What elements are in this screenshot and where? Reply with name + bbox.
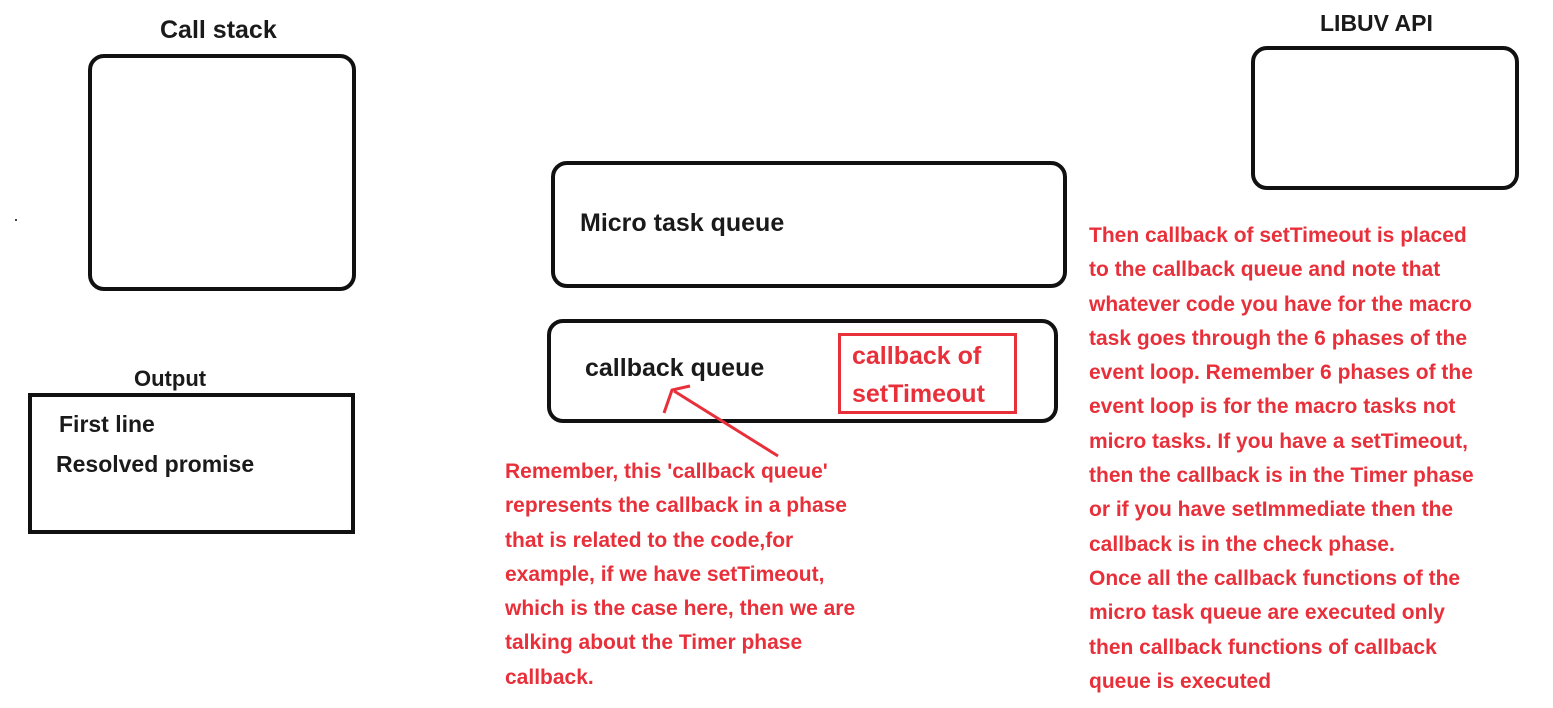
output-title: Output xyxy=(134,366,207,391)
note-center-line: Remember, this 'callback queue' xyxy=(505,460,828,483)
call-stack-title: Call stack xyxy=(160,16,277,44)
output-box: First line Resolved promise xyxy=(28,393,355,534)
output-line-2: Resolved promise xyxy=(56,451,255,477)
libuv-api-title: LIBUV API xyxy=(1320,10,1433,36)
note-right: Then callback of setTimeout is placed to… xyxy=(1089,219,1474,699)
callback-item-line1: callback of xyxy=(852,342,982,370)
note-right-line: micro task queue are executed only xyxy=(1089,601,1445,625)
note-right-line: then the callback is in the Timer phase xyxy=(1089,464,1474,488)
note-center-line: callback. xyxy=(505,665,594,689)
callback-queue-item: callback of setTimeout xyxy=(838,333,1017,414)
micro-task-queue-box: Micro task queue xyxy=(551,161,1067,288)
note-right-line: event loop. Remember 6 phases of the xyxy=(1089,361,1473,385)
note-right-line: then callback functions of callback xyxy=(1089,635,1437,659)
micro-task-queue-label: Micro task queue xyxy=(580,209,785,237)
note-right-line: Once all the callback functions of the xyxy=(1089,566,1461,590)
note-right-line: event loop is for the macro tasks not xyxy=(1089,395,1456,419)
callback-item-line2: setTimeout xyxy=(852,380,985,408)
call-stack-box xyxy=(88,54,356,291)
output-line-1: First line xyxy=(59,411,155,437)
note-center: Remember, this 'callback queue' represen… xyxy=(505,455,855,695)
note-right-line: Then callback of setTimeout is placed xyxy=(1089,224,1467,247)
note-center-line: that is related to the code,for xyxy=(505,528,794,552)
note-center-line: talking about the Timer phase xyxy=(505,631,803,655)
note-center-line: represents the callback in a phase xyxy=(505,494,847,518)
note-right-line: or if you have setImmediate then the xyxy=(1089,498,1454,522)
libuv-api-box xyxy=(1251,46,1519,190)
stray-dot xyxy=(15,219,17,221)
note-center-line: which is the case here, then we are xyxy=(505,597,856,621)
note-center-line: example, if we have setTimeout, xyxy=(505,562,825,586)
note-right-line: queue is executed xyxy=(1089,669,1272,693)
note-right-line: whatever code you have for the macro xyxy=(1089,292,1472,316)
note-right-line: task goes through the 6 phases of the xyxy=(1089,326,1468,350)
note-right-line: callback is in the check phase. xyxy=(1089,532,1395,556)
note-right-line: micro tasks. If you have a setTimeout, xyxy=(1089,429,1468,453)
callback-queue-label: callback queue xyxy=(585,354,765,382)
note-right-line: to the callback queue and note that xyxy=(1089,258,1441,282)
